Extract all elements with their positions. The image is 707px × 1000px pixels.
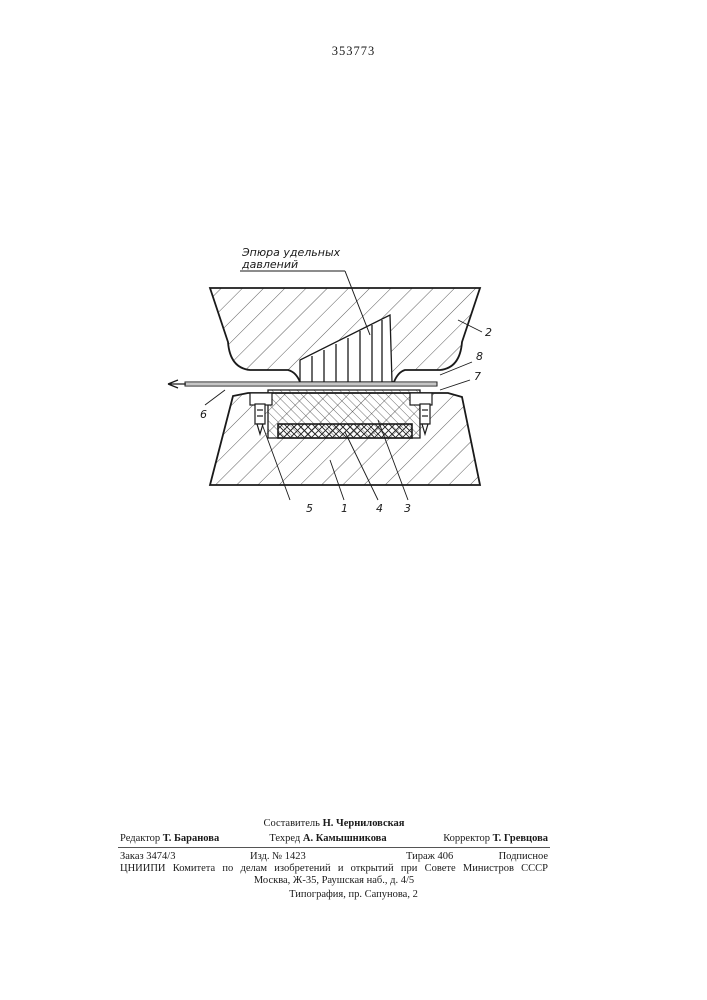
separator-rule <box>118 847 550 848</box>
organization: ЦНИИПИ Комитета по делам изобретений и о… <box>120 863 548 875</box>
order-number: Заказ 3474/3 <box>120 851 175 863</box>
callout-2: 2 <box>485 326 492 339</box>
subscription: Подписное <box>499 851 548 863</box>
address: Москва, Ж-35, Раушская наб., д. 4/5 <box>120 875 548 887</box>
pad <box>278 424 412 438</box>
clamp-left <box>250 393 272 405</box>
callout-4: 4 <box>376 502 383 515</box>
corrector-name: Т. Гревцова <box>493 833 548 844</box>
printer: Типография, пр. Сапунова, 2 <box>0 889 707 901</box>
annotation-line-2: давлений <box>241 258 298 271</box>
callout-7: 7 <box>474 370 481 383</box>
techred-label: Техред <box>269 833 300 844</box>
edition-number: Изд. № 1423 <box>250 851 306 863</box>
clamp-right <box>410 393 432 405</box>
compiler-label: Составитель <box>264 818 320 829</box>
callout-8: 8 <box>476 350 483 363</box>
technical-drawing: Эпюра удельных давлений 2 8 7 6 5 1 4 3 <box>0 0 707 560</box>
techred-name: А. Камышникова <box>303 833 387 844</box>
feed-arrow <box>168 380 186 388</box>
callout-6: 6 <box>200 408 207 421</box>
print-run: Тираж 406 <box>406 851 453 863</box>
callout-3: 3 <box>404 502 411 515</box>
callout-5: 5 <box>306 502 313 515</box>
corrector-label: Корректор <box>443 833 490 844</box>
compiler-name: Н. Черниловская <box>323 818 405 829</box>
callout-1: 1 <box>341 502 348 515</box>
